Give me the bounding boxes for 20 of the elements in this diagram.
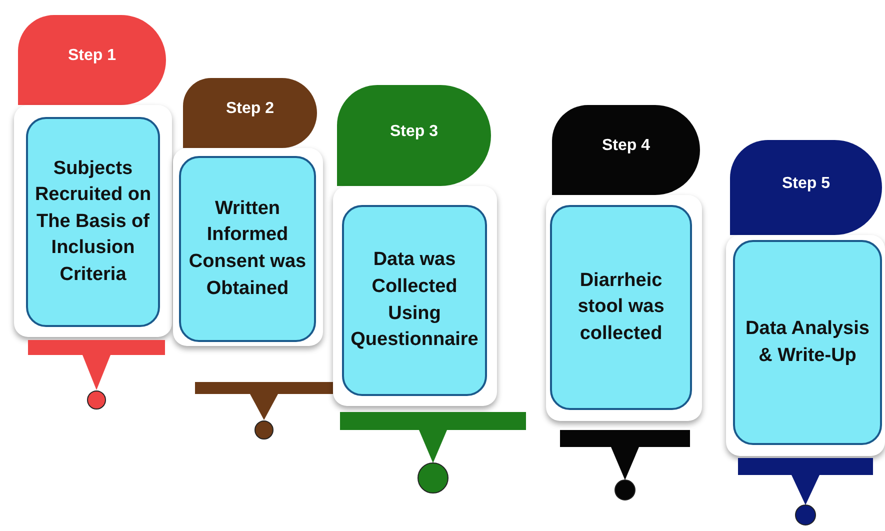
step-label: Step 3 — [390, 122, 438, 140]
step-description: Diarrheic stool was collected — [576, 268, 666, 346]
step-description: Data Analysis & Write-Up — [744, 316, 870, 368]
step-tab — [183, 78, 317, 148]
step-tab — [337, 85, 491, 186]
step-label: Step 4 — [602, 137, 650, 155]
step-description-box — [733, 240, 882, 445]
step-description: Data was Collected Using Questionnaire — [350, 248, 479, 352]
step-description: Written Informed Consent was Obtained — [188, 196, 308, 301]
step-description-box — [550, 205, 692, 410]
step-tab — [730, 140, 882, 235]
step-tab — [18, 15, 166, 105]
step-tab — [552, 105, 700, 195]
step-description-box — [179, 156, 316, 342]
step-label: Step 1 — [68, 47, 116, 65]
step-label: Step 5 — [782, 174, 830, 192]
step-description-box — [26, 117, 160, 327]
step-label: Step 2 — [226, 100, 274, 118]
step-description: Subjects Recruited on The Basis of Inclusion Criteria — [34, 156, 152, 287]
step-description-box — [342, 205, 487, 396]
